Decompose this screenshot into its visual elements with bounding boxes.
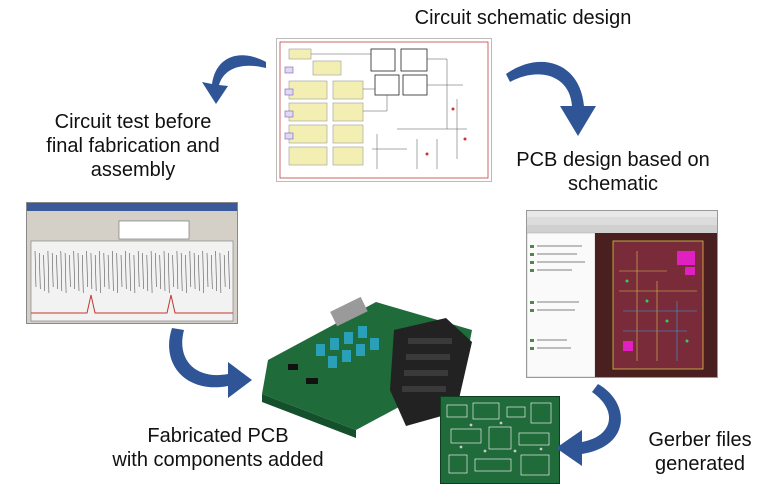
arrow-pcb-to-gerber <box>552 380 638 468</box>
fabricated-label: Fabricated PCB with components added <box>112 425 324 471</box>
test-label: Circuit test before final fabrication an… <box>46 111 220 181</box>
gerber-label: Gerber files generated <box>648 429 752 475</box>
schematic-image <box>276 38 492 182</box>
arrow-schematic-to-pcb <box>500 56 604 142</box>
arrow-fabricated-to-test <box>156 324 256 400</box>
arrow-test-to-schematic <box>190 48 272 106</box>
pcb-design-label: PCB design based on schematic <box>516 149 710 195</box>
gerber-board-image <box>440 396 560 484</box>
pcb-layout-image <box>526 210 718 378</box>
oscilloscope-image <box>26 202 238 324</box>
schematic-label: Circuit schematic design <box>414 7 632 29</box>
